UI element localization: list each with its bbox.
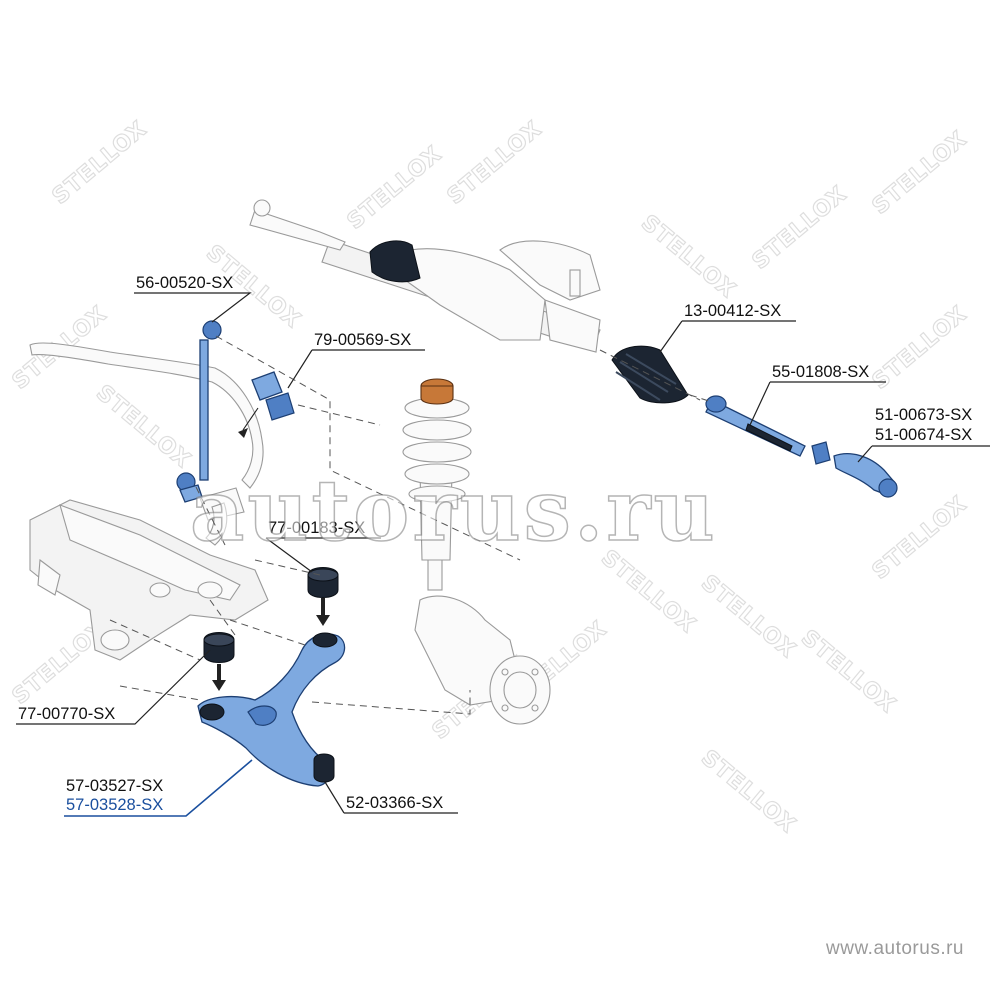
part-number-label[interactable]: 55-01808-SX — [772, 363, 869, 381]
steering-boot-part[interactable] — [611, 345, 689, 404]
callout-77-00183-SX[interactable]: 77-00183-SX — [265, 519, 381, 573]
footer-url[interactable]: www.autorus.ru — [826, 938, 964, 959]
part-number-label[interactable]: 77-00183-SX — [268, 519, 365, 537]
watermark-stellox: STELLOX — [868, 302, 972, 395]
part-number-label[interactable]: 51-00673-SX — [875, 406, 972, 424]
part-number-label[interactable]: 13-00412-SX — [684, 302, 781, 320]
callout-77-00770-SX[interactable]: 77-00770-SX — [16, 649, 211, 725]
lower-control-arm-part[interactable] — [197, 632, 346, 787]
callouts: 56-00520-SX 79-00569-SX 13-00412-SX 55-0… — [16, 274, 990, 817]
part-number-label[interactable]: 57-03527-SX — [66, 777, 163, 795]
callout-57-03527-SX[interactable]: 57-03527-SX — [66, 777, 163, 795]
watermark-stellox: STELLOX — [48, 117, 152, 210]
watermark-stellox: STELLOX — [343, 142, 447, 235]
steering-knuckle — [414, 595, 551, 725]
watermark-site: autorus.ru — [190, 461, 718, 560]
stabilizer-link-part[interactable] — [176, 320, 222, 503]
assembly-lines — [109, 335, 713, 715]
part-number-label[interactable]: 51-00674-SX — [875, 426, 972, 444]
tie-rod-end-part[interactable] — [811, 441, 898, 498]
rack-left-parts — [249, 199, 421, 283]
callout-51-00673-SX[interactable]: 51-00673-SX — [875, 406, 972, 424]
watermark-stellox: STELLOX — [868, 127, 972, 220]
part-number-label-highlighted[interactable]: 57-03528-SX — [66, 796, 163, 814]
part-number-label[interactable]: 56-00520-SX — [136, 274, 233, 292]
callout-52-03366-SX[interactable]: 52-03366-SX — [324, 781, 458, 814]
watermark-stellox: STELLOX — [868, 492, 972, 585]
callout-56-00520-SX[interactable]: 56-00520-SX — [134, 274, 252, 323]
strut-assembly — [402, 378, 472, 591]
subframe — [29, 499, 269, 661]
callout-79-00569-SX[interactable]: 79-00569-SX — [287, 331, 425, 389]
part-number-label[interactable]: 52-03366-SX — [346, 794, 443, 812]
watermark-stellox: STELLOX — [748, 182, 852, 275]
stabilizer-bushing-part[interactable] — [238, 371, 295, 438]
inner-tie-rod-part[interactable] — [705, 395, 806, 457]
callout-51-00674-SX[interactable]: 51-00674-SX — [857, 426, 990, 463]
front-arm-bushing-part[interactable] — [203, 632, 235, 692]
watermark-stellox: STELLOX — [91, 380, 195, 473]
callout-13-00412-SX[interactable]: 13-00412-SX — [659, 302, 796, 353]
watermark-stellox: STELLOX — [796, 625, 900, 718]
callout-57-03528-SX[interactable]: 57-03528-SX — [64, 759, 253, 817]
watermark-stellox: STELLOX — [696, 570, 800, 663]
part-number-label[interactable]: 77-00770-SX — [18, 705, 115, 723]
callout-55-01808-SX[interactable]: 55-01808-SX — [749, 363, 886, 426]
rear-arm-bushing-part[interactable] — [307, 567, 339, 627]
watermark-stellox: STELLOX — [636, 210, 740, 303]
part-number-label[interactable]: 79-00569-SX — [314, 331, 411, 349]
watermark-stellox: STELLOX — [696, 745, 800, 838]
watermark-stellox: STELLOX — [443, 117, 547, 210]
